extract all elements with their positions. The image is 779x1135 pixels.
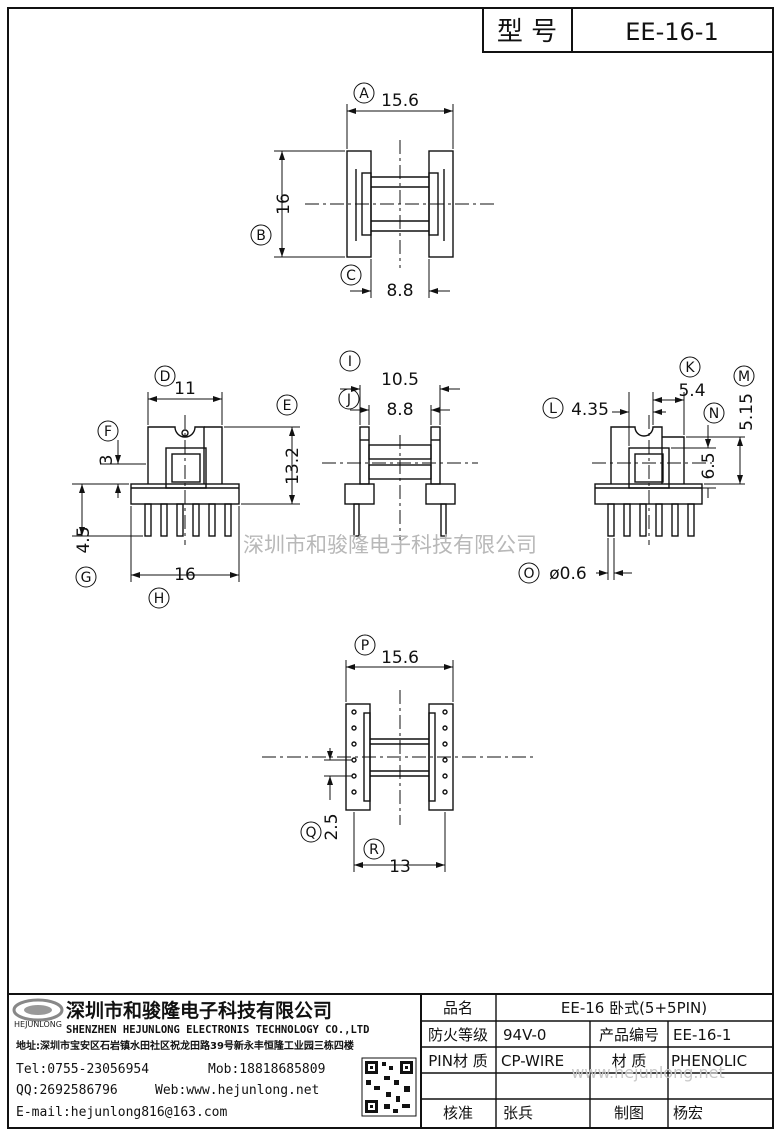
dim-side-inner: 8.8 xyxy=(386,400,413,420)
dim-bottom-pin-span: 13 xyxy=(389,857,411,877)
spec-mat-label: 材 质 xyxy=(612,1052,647,1070)
svg-text:HEJUNLONG: HEJUNLONG xyxy=(14,1020,62,1029)
dim-right-a: 4.35 xyxy=(571,400,609,420)
svg-text:A: A xyxy=(359,86,369,102)
dim-top-inner: 8.8 xyxy=(386,281,413,301)
company-web: Web:www.hejunlong.net xyxy=(155,1083,319,1098)
svg-text:Q: Q xyxy=(305,825,316,841)
label-L: L xyxy=(542,397,564,419)
company-address: 地址:深圳市宝安区石岩镇水田社区祝龙田路39号新永丰恒隆工业园三栋四楼 xyxy=(16,1039,354,1052)
type-label: 型 号 xyxy=(497,17,557,47)
right-view: 5.4 4.35 5.15 6.5 ø0.6 K L M N O xyxy=(518,356,757,584)
spec-check-label: 核准 xyxy=(443,1104,473,1122)
dim-right-pin-dia: ø0.6 xyxy=(549,564,586,584)
label-F: F xyxy=(97,420,119,442)
spec-pin-value: CP-WIRE xyxy=(501,1052,564,1070)
header-box: 型 号 EE-16-1 xyxy=(482,7,774,53)
svg-text:N: N xyxy=(709,406,719,422)
label-G: G xyxy=(75,566,97,588)
dim-bottom-width: 15.6 xyxy=(381,648,419,668)
front-view: 11 13.2 3 4.5 16 D E F G H xyxy=(72,365,303,609)
dim-front-step: 3 xyxy=(97,455,117,466)
spec-mat-value: PHENOLIC xyxy=(671,1052,747,1070)
svg-text:C: C xyxy=(346,268,356,284)
dim-top-height: 16 xyxy=(274,193,294,215)
spec-code-value: EE-16-1 xyxy=(673,1026,731,1044)
title-block: HEJUNLONG 深圳市和骏隆电子科技有限公司 SHENZHEN HEJUNL… xyxy=(8,993,773,1128)
svg-text:R: R xyxy=(369,842,379,858)
spec-name-value: EE-16 卧式(5+5PIN) xyxy=(561,999,707,1017)
label-I: I xyxy=(339,350,361,372)
label-R: R xyxy=(363,838,385,860)
svg-text:L: L xyxy=(549,401,557,417)
spec-fire-value: 94V-0 xyxy=(503,1026,546,1044)
side-view: 10.5 8.8 I J xyxy=(322,350,478,540)
svg-text:P: P xyxy=(361,638,369,654)
dim-right-d: 6.5 xyxy=(699,452,719,479)
svg-text:B: B xyxy=(256,228,266,244)
spec-draw-value: 杨宏 xyxy=(673,1104,703,1122)
company-name-cn: 深圳市和骏隆电子科技有限公司 xyxy=(66,999,332,1022)
label-N: N xyxy=(703,402,725,424)
label-D: D xyxy=(154,365,176,387)
dim-right-b: 5.4 xyxy=(678,381,705,401)
svg-text:E: E xyxy=(283,398,292,414)
spec-name-label: 品名 xyxy=(443,999,473,1017)
top-view: 15.6 16 8.8 A B C xyxy=(250,82,495,301)
company-name-en: SHENZHEN HEJUNLONG ELECTRONIS TECHNOLOGY… xyxy=(66,1024,369,1036)
company-mob: Mob:18818685809 xyxy=(208,1062,325,1077)
label-E: E xyxy=(276,394,298,416)
svg-text:G: G xyxy=(81,570,92,586)
dim-front-height: 13.2 xyxy=(283,447,303,485)
svg-text:I: I xyxy=(348,354,352,370)
watermark-url: www.hejunlong.net xyxy=(571,1063,724,1082)
label-H: H xyxy=(148,587,170,609)
svg-text:D: D xyxy=(160,369,171,385)
watermark-text: 深圳市和骏隆电子科技有限公司 xyxy=(243,533,537,557)
dim-front-top-width: 11 xyxy=(174,379,196,399)
sheet-border xyxy=(7,7,774,1129)
label-Q: Q xyxy=(300,821,322,843)
label-M: M xyxy=(733,365,755,387)
dim-right-c: 5.15 xyxy=(737,393,757,431)
company-qq: QQ:2692586796 xyxy=(16,1083,118,1098)
dim-bottom-pitch: 2.5 xyxy=(322,813,342,840)
spec-check-value: 张兵 xyxy=(503,1104,533,1122)
spec-code-label: 产品编号 xyxy=(599,1026,659,1044)
dim-top-width: 15.6 xyxy=(381,91,419,111)
qr-code xyxy=(361,1057,417,1117)
svg-text:F: F xyxy=(104,424,112,440)
label-A: A xyxy=(353,82,375,104)
svg-text:M: M xyxy=(738,369,750,385)
dim-front-pin-length: 4.5 xyxy=(74,526,94,553)
spec-pin-label: PIN材 质 xyxy=(428,1052,487,1070)
label-K: K xyxy=(679,356,701,378)
svg-text:J: J xyxy=(346,392,351,408)
svg-text:H: H xyxy=(154,591,165,607)
spec-fire-label: 防火等级 xyxy=(428,1026,488,1044)
label-P: P xyxy=(354,634,376,656)
svg-text:O: O xyxy=(523,566,534,582)
dim-front-base-width: 16 xyxy=(174,565,196,585)
company-email: E-mail:hejunlong816@163.com xyxy=(16,1105,227,1120)
label-C: C xyxy=(340,264,362,286)
label-O: O xyxy=(518,562,540,584)
dim-side-outer: 10.5 xyxy=(381,370,419,390)
label-J: J xyxy=(338,388,360,410)
model-number: EE-16-1 xyxy=(625,18,718,46)
spec-draw-label: 制图 xyxy=(614,1104,644,1122)
company-tel: Tel:0755-23056954 xyxy=(16,1062,149,1077)
company-logo: HEJUNLONG xyxy=(12,998,64,1029)
label-B: B xyxy=(250,224,272,246)
svg-text:K: K xyxy=(685,360,695,376)
bottom-view: 15.6 2.5 13 P Q R xyxy=(262,634,535,877)
